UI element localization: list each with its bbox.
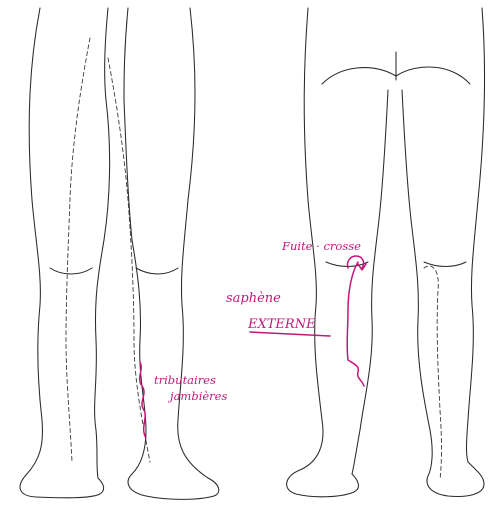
back-annotation-label-2: EXTERNE bbox=[247, 317, 316, 332]
back-annotation-top: Fuite · crosse bbox=[281, 239, 361, 253]
back-small-saphenous-annotation: Fuite · crosse saphène EXTERNE bbox=[226, 239, 366, 386]
front-tributary-squiggle bbox=[140, 362, 146, 438]
front-annotation-line-1: tributaires bbox=[154, 373, 216, 387]
front-right-knee-line bbox=[50, 268, 92, 274]
front-right-saphenous-dashed-line bbox=[66, 38, 90, 462]
front-annotation-line-2: jambières bbox=[167, 389, 227, 403]
back-left-small-saphenous-vein bbox=[347, 262, 364, 386]
back-right-knee-crease bbox=[424, 262, 466, 267]
front-right-leg-inner-contour bbox=[95, 8, 110, 478]
front-tributaries-annotation: tributaires jambières bbox=[140, 362, 228, 438]
back-right-small-saphenous-dashed-line bbox=[424, 266, 442, 480]
back-label-underline bbox=[250, 332, 330, 336]
front-left-knee-line bbox=[136, 268, 178, 274]
back-left-leg-inner-contour bbox=[352, 90, 388, 474]
front-view-legs bbox=[20, 8, 219, 499]
front-left-leg-inner-contour bbox=[124, 8, 219, 499]
front-left-leg-outer-contour bbox=[178, 8, 208, 478]
back-annotation-label-1: saphène bbox=[226, 291, 281, 306]
back-right-leg-outer-contour bbox=[467, 8, 485, 462]
front-right-leg-outer-contour bbox=[20, 8, 104, 498]
